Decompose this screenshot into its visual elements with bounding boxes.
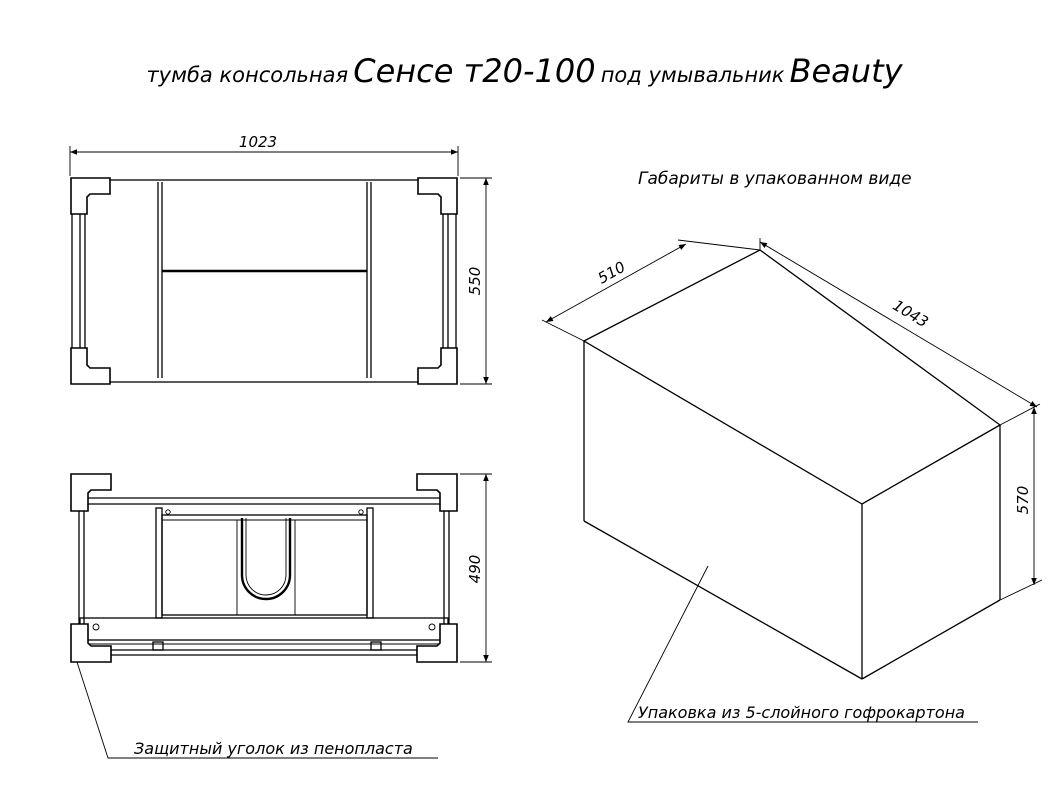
top-view: 1023 550 <box>69 133 492 385</box>
dim-width-label: 1023 <box>239 133 277 151</box>
dimension-height-front: 490 <box>460 473 492 663</box>
callout-package-text: Упаковка из 5-слойного гофрокартона <box>638 703 965 722</box>
package-heading: Габариты в упакованном виде <box>638 169 912 189</box>
front-view-body <box>73 497 456 656</box>
front-view-foam-corners <box>70 473 458 663</box>
front-view: 490 Защитный уголок из пенопласта <box>70 473 492 759</box>
dim-package-length-label: 1043 <box>890 296 932 331</box>
callout-foam-corner: Защитный уголок из пенопласта <box>76 661 438 759</box>
dimension-height-top: 550 <box>460 177 492 385</box>
package-box <box>582 249 1002 680</box>
dimension-width-top: 1023 <box>69 133 459 176</box>
title-product-type: тумба консольная <box>146 63 349 87</box>
dimension-depth-package: 510 <box>541 239 761 342</box>
title-purpose: под умывальник <box>600 63 785 87</box>
title-series: Beauty <box>789 52 903 90</box>
dim-front-height-label: 490 <box>466 555 484 584</box>
top-view-foam-corners <box>70 177 458 385</box>
dim-package-depth-label: 510 <box>595 258 629 288</box>
dim-package-height-label: 570 <box>1014 486 1032 515</box>
dimension-length-package: 1043 <box>759 238 1041 426</box>
title-model: Сенсе т20-100 <box>353 52 596 90</box>
top-view-body <box>71 179 457 383</box>
callout-package: Упаковка из 5-слойного гофрокартона <box>627 565 978 723</box>
dim-depth-label: 550 <box>466 267 484 296</box>
package-view: Габариты в упакованном виде 510 1043 570 <box>541 169 1043 723</box>
drawing-title: тумба консольная Сенсе т20-100 под умыва… <box>0 52 1049 90</box>
callout-foam-corner-text: Защитный уголок из пенопласта <box>134 739 413 758</box>
dimension-height-package: 570 <box>999 407 1043 601</box>
